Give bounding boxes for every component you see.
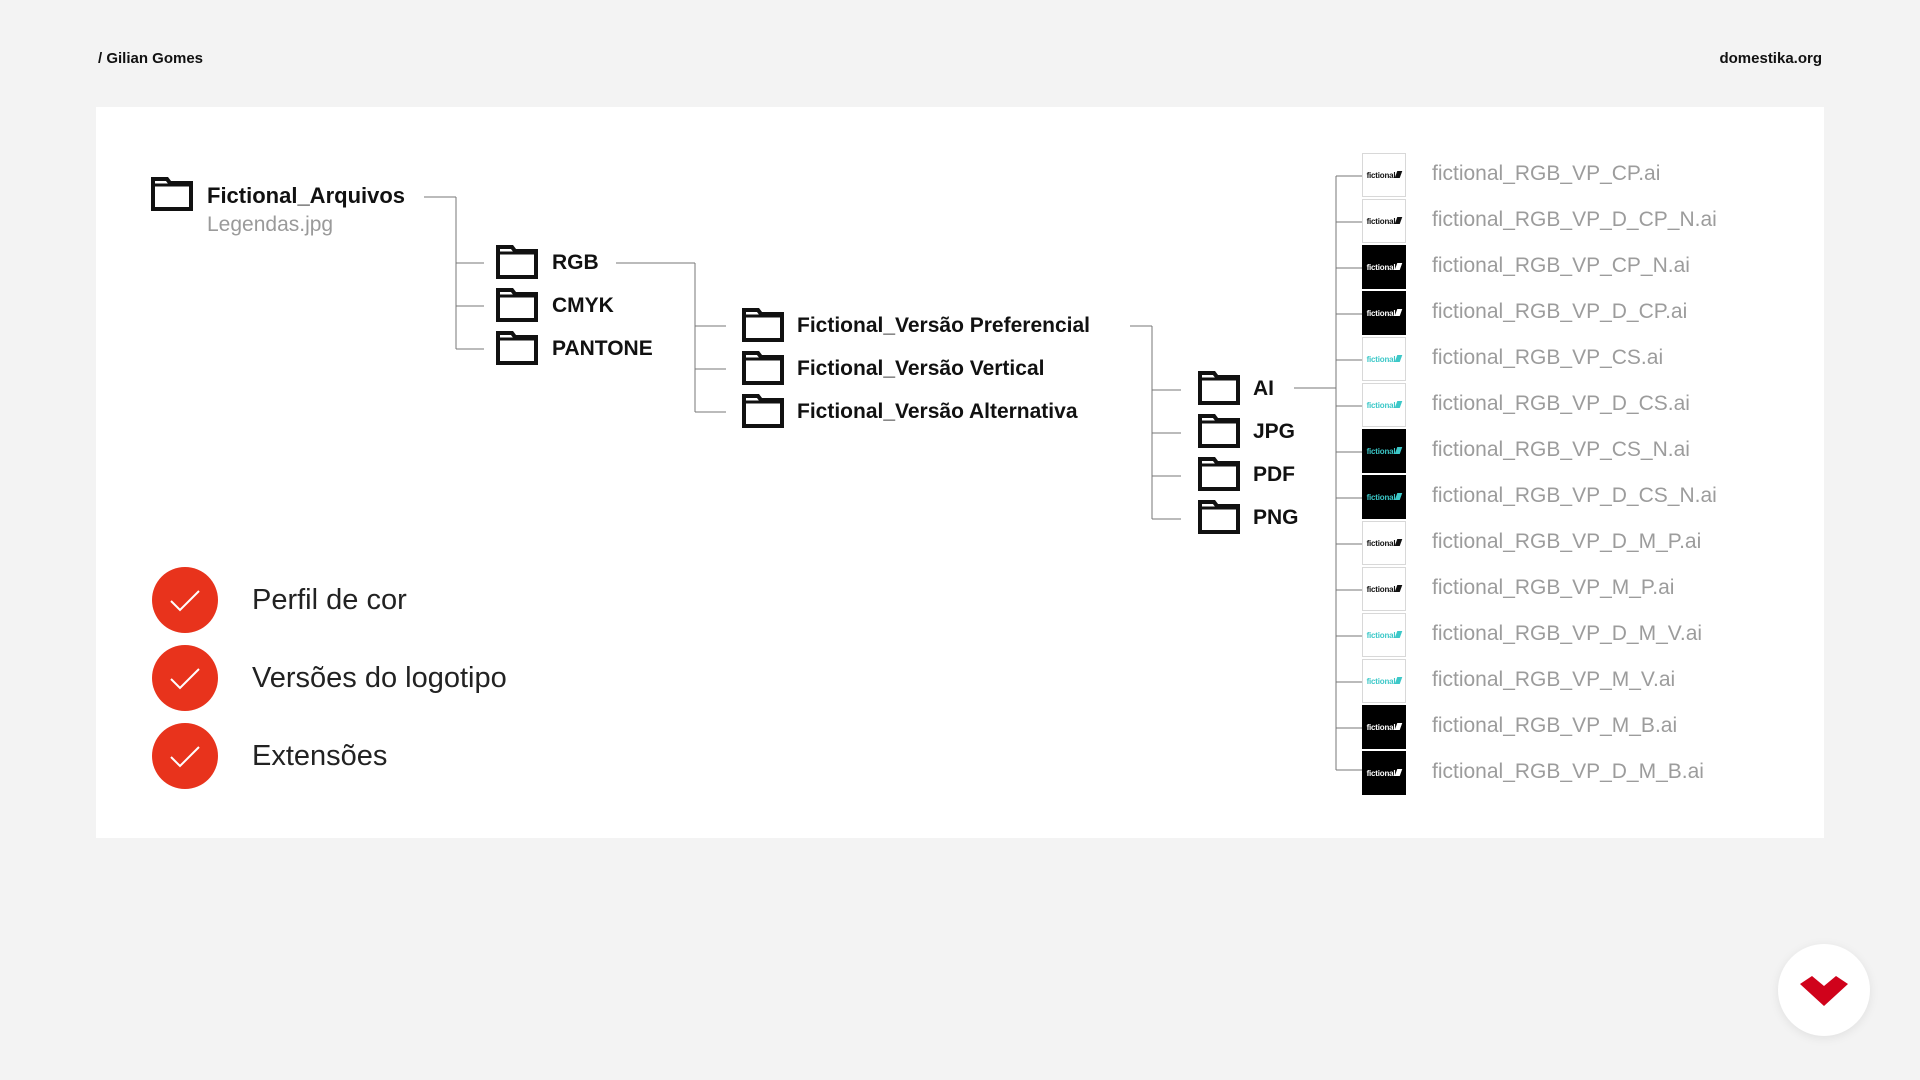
check-icon [152, 645, 218, 711]
file-thumbnail: fictional [1362, 199, 1406, 243]
extension-folder-jpg[interactable]: JPG [1253, 420, 1296, 443]
logo-mark-icon: fictional [1367, 355, 1402, 364]
folder-icon[interactable] [1198, 500, 1240, 534]
check-icon [152, 567, 218, 633]
file-row[interactable]: fictional fictional_RGB_VP_D_CP.ai [1362, 291, 1782, 337]
folder-icon[interactable] [1198, 371, 1240, 405]
legend-item: Versões do logotipo [152, 645, 652, 711]
logo-mark-icon: fictional [1367, 217, 1402, 226]
logo-mark-icon: fictional [1367, 263, 1402, 272]
folder-icon[interactable] [151, 177, 193, 211]
file-name: fictional_RGB_VP_CS_N.ai [1432, 438, 1690, 461]
extension-folder-ai[interactable]: AI [1253, 377, 1274, 400]
file-row[interactable]: fictional fictional_RGB_VP_CP_N.ai [1362, 245, 1782, 291]
file-name: fictional_RGB_VP_CS.ai [1432, 346, 1664, 369]
file-thumbnail: fictional [1362, 245, 1406, 289]
file-name: fictional_RGB_VP_D_CS.ai [1432, 392, 1690, 415]
folder-icon[interactable] [742, 394, 784, 428]
version-folder-alternativa[interactable]: Fictional_Versão Alternativa [797, 400, 1078, 423]
site-label: domestika.org [1719, 50, 1822, 67]
legend-label: Perfil de cor [252, 584, 407, 616]
author-label: / Gilian Gomes [98, 50, 204, 67]
file-thumbnail: fictional [1362, 475, 1406, 519]
file-row[interactable]: fictional fictional_RGB_VP_D_M_V.ai [1362, 613, 1782, 659]
folder-icon[interactable] [742, 308, 784, 342]
root-folder-sub-label: Legendas.jpg [207, 213, 334, 236]
file-row[interactable]: fictional fictional_RGB_VP_D_CS.ai [1362, 383, 1782, 429]
file-name: fictional_RGB_VP_M_B.ai [1432, 714, 1678, 737]
profile-folder-pantone[interactable]: PANTONE [552, 337, 653, 360]
logo-mark-icon: fictional [1367, 401, 1402, 410]
file-thumbnail: fictional [1362, 613, 1406, 657]
file-name: fictional_RGB_VP_D_M_V.ai [1432, 622, 1703, 645]
file-thumbnail: fictional [1362, 521, 1406, 565]
file-thumbnail: fictional [1362, 705, 1406, 749]
legend-item: Perfil de cor [152, 567, 652, 633]
logo-mark-icon: fictional [1367, 171, 1402, 180]
file-thumbnail: fictional [1362, 751, 1406, 795]
version-folder-vertical[interactable]: Fictional_Versão Vertical [797, 357, 1045, 380]
version-folder-preferencial[interactable]: Fictional_Versão Preferencial [797, 314, 1090, 337]
file-thumbnail: fictional [1362, 659, 1406, 703]
file-row[interactable]: fictional fictional_RGB_VP_M_P.ai [1362, 567, 1782, 613]
file-row[interactable]: fictional fictional_RGB_VP_D_M_B.ai [1362, 751, 1782, 797]
file-name: fictional_RGB_VP_M_V.ai [1432, 668, 1676, 691]
folder-icon[interactable] [496, 245, 538, 279]
diagram-card: Fictional_Arquivos Legendas.jpg RGB CMYK… [96, 107, 1824, 838]
file-name: fictional_RGB_VP_D_M_P.ai [1432, 530, 1702, 553]
file-name: fictional_RGB_VP_D_CP.ai [1432, 300, 1688, 323]
file-row[interactable]: fictional fictional_RGB_VP_D_M_P.ai [1362, 521, 1782, 567]
domestika-logo-icon[interactable] [1778, 944, 1870, 1036]
logo-mark-icon: fictional [1367, 677, 1402, 686]
file-name: fictional_RGB_VP_CP.ai [1432, 162, 1661, 185]
file-row[interactable]: fictional fictional_RGB_VP_CS.ai [1362, 337, 1782, 383]
legend-item: Extensões [152, 723, 652, 789]
file-thumbnail: fictional [1362, 429, 1406, 473]
logo-mark-icon: fictional [1367, 447, 1402, 456]
file-name: fictional_RGB_VP_D_CS_N.ai [1432, 484, 1717, 507]
file-thumbnail: fictional [1362, 567, 1406, 611]
file-name: fictional_RGB_VP_M_P.ai [1432, 576, 1675, 599]
folder-icon[interactable] [496, 331, 538, 365]
file-thumbnail: fictional [1362, 383, 1406, 427]
file-row[interactable]: fictional fictional_RGB_VP_D_CS_N.ai [1362, 475, 1782, 521]
check-icon [152, 723, 218, 789]
root-folder-label[interactable]: Fictional_Arquivos [207, 183, 406, 208]
folder-icon[interactable] [1198, 414, 1240, 448]
legend-label: Extensões [252, 740, 388, 772]
logo-mark-icon: fictional [1367, 309, 1402, 318]
file-row[interactable]: fictional fictional_RGB_VP_M_B.ai [1362, 705, 1782, 751]
extension-folder-png[interactable]: PNG [1253, 506, 1299, 529]
folder-icon[interactable] [1198, 457, 1240, 491]
extension-folder-pdf[interactable]: PDF [1253, 463, 1295, 486]
file-name: fictional_RGB_VP_D_M_B.ai [1432, 760, 1704, 783]
legend-label: Versões do logotipo [252, 662, 507, 694]
profile-folder-rgb[interactable]: RGB [552, 251, 599, 274]
profile-folder-cmyk[interactable]: CMYK [552, 294, 614, 317]
logo-mark-icon: fictional [1367, 539, 1402, 548]
file-row[interactable]: fictional fictional_RGB_VP_CS_N.ai [1362, 429, 1782, 475]
folder-icon[interactable] [496, 288, 538, 322]
file-row[interactable]: fictional fictional_RGB_VP_M_V.ai [1362, 659, 1782, 705]
logo-mark-icon: fictional [1367, 631, 1402, 640]
file-thumbnail: fictional [1362, 291, 1406, 335]
file-row[interactable]: fictional fictional_RGB_VP_D_CP_N.ai [1362, 199, 1782, 245]
file-row[interactable]: fictional fictional_RGB_VP_CP.ai [1362, 153, 1782, 199]
folder-icon[interactable] [742, 351, 784, 385]
logo-mark-icon: fictional [1367, 769, 1402, 778]
file-name: fictional_RGB_VP_D_CP_N.ai [1432, 208, 1717, 231]
file-thumbnail: fictional [1362, 153, 1406, 197]
file-thumbnail: fictional [1362, 337, 1406, 381]
logo-mark-icon: fictional [1367, 723, 1402, 732]
file-name: fictional_RGB_VP_CP_N.ai [1432, 254, 1690, 277]
logo-mark-icon: fictional [1367, 493, 1402, 502]
tree-connectors [424, 175, 1362, 771]
logo-mark-icon: fictional [1367, 585, 1402, 594]
